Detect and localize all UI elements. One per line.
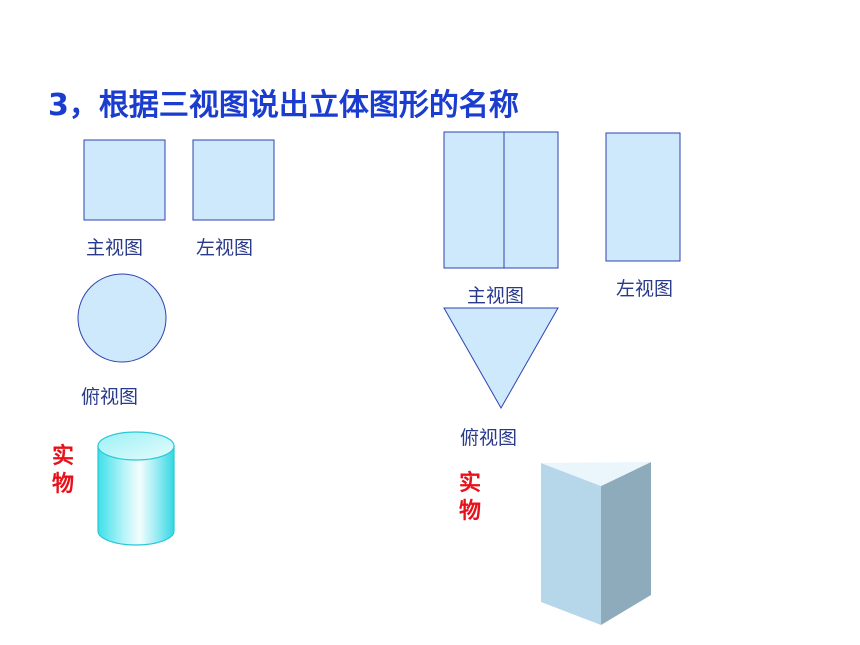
top-view-triangle [443, 307, 559, 410]
left-top-view-label: 俯视图 [81, 386, 139, 408]
left-side-view-label: 左视图 [196, 237, 254, 259]
left-front-view-label: 主视图 [86, 237, 144, 259]
left-real-object-label: 实物 [52, 444, 75, 497]
right-front-view-label: 主视图 [467, 285, 525, 307]
right-side-view-label: 左视图 [616, 278, 674, 300]
side-view-square [192, 139, 275, 221]
right-top-view-label: 俯视图 [460, 427, 518, 449]
front-view-rectangle [443, 131, 559, 269]
page-title: 3，根据三视图说出立体图形的名称 [48, 88, 519, 123]
triangular-prism-object [541, 462, 651, 625]
cylinder-object [97, 431, 175, 546]
right-real-object-label: 实物 [459, 471, 482, 524]
front-view-square [83, 139, 166, 221]
top-view-circle [77, 273, 167, 363]
side-view-rectangle [605, 132, 681, 262]
